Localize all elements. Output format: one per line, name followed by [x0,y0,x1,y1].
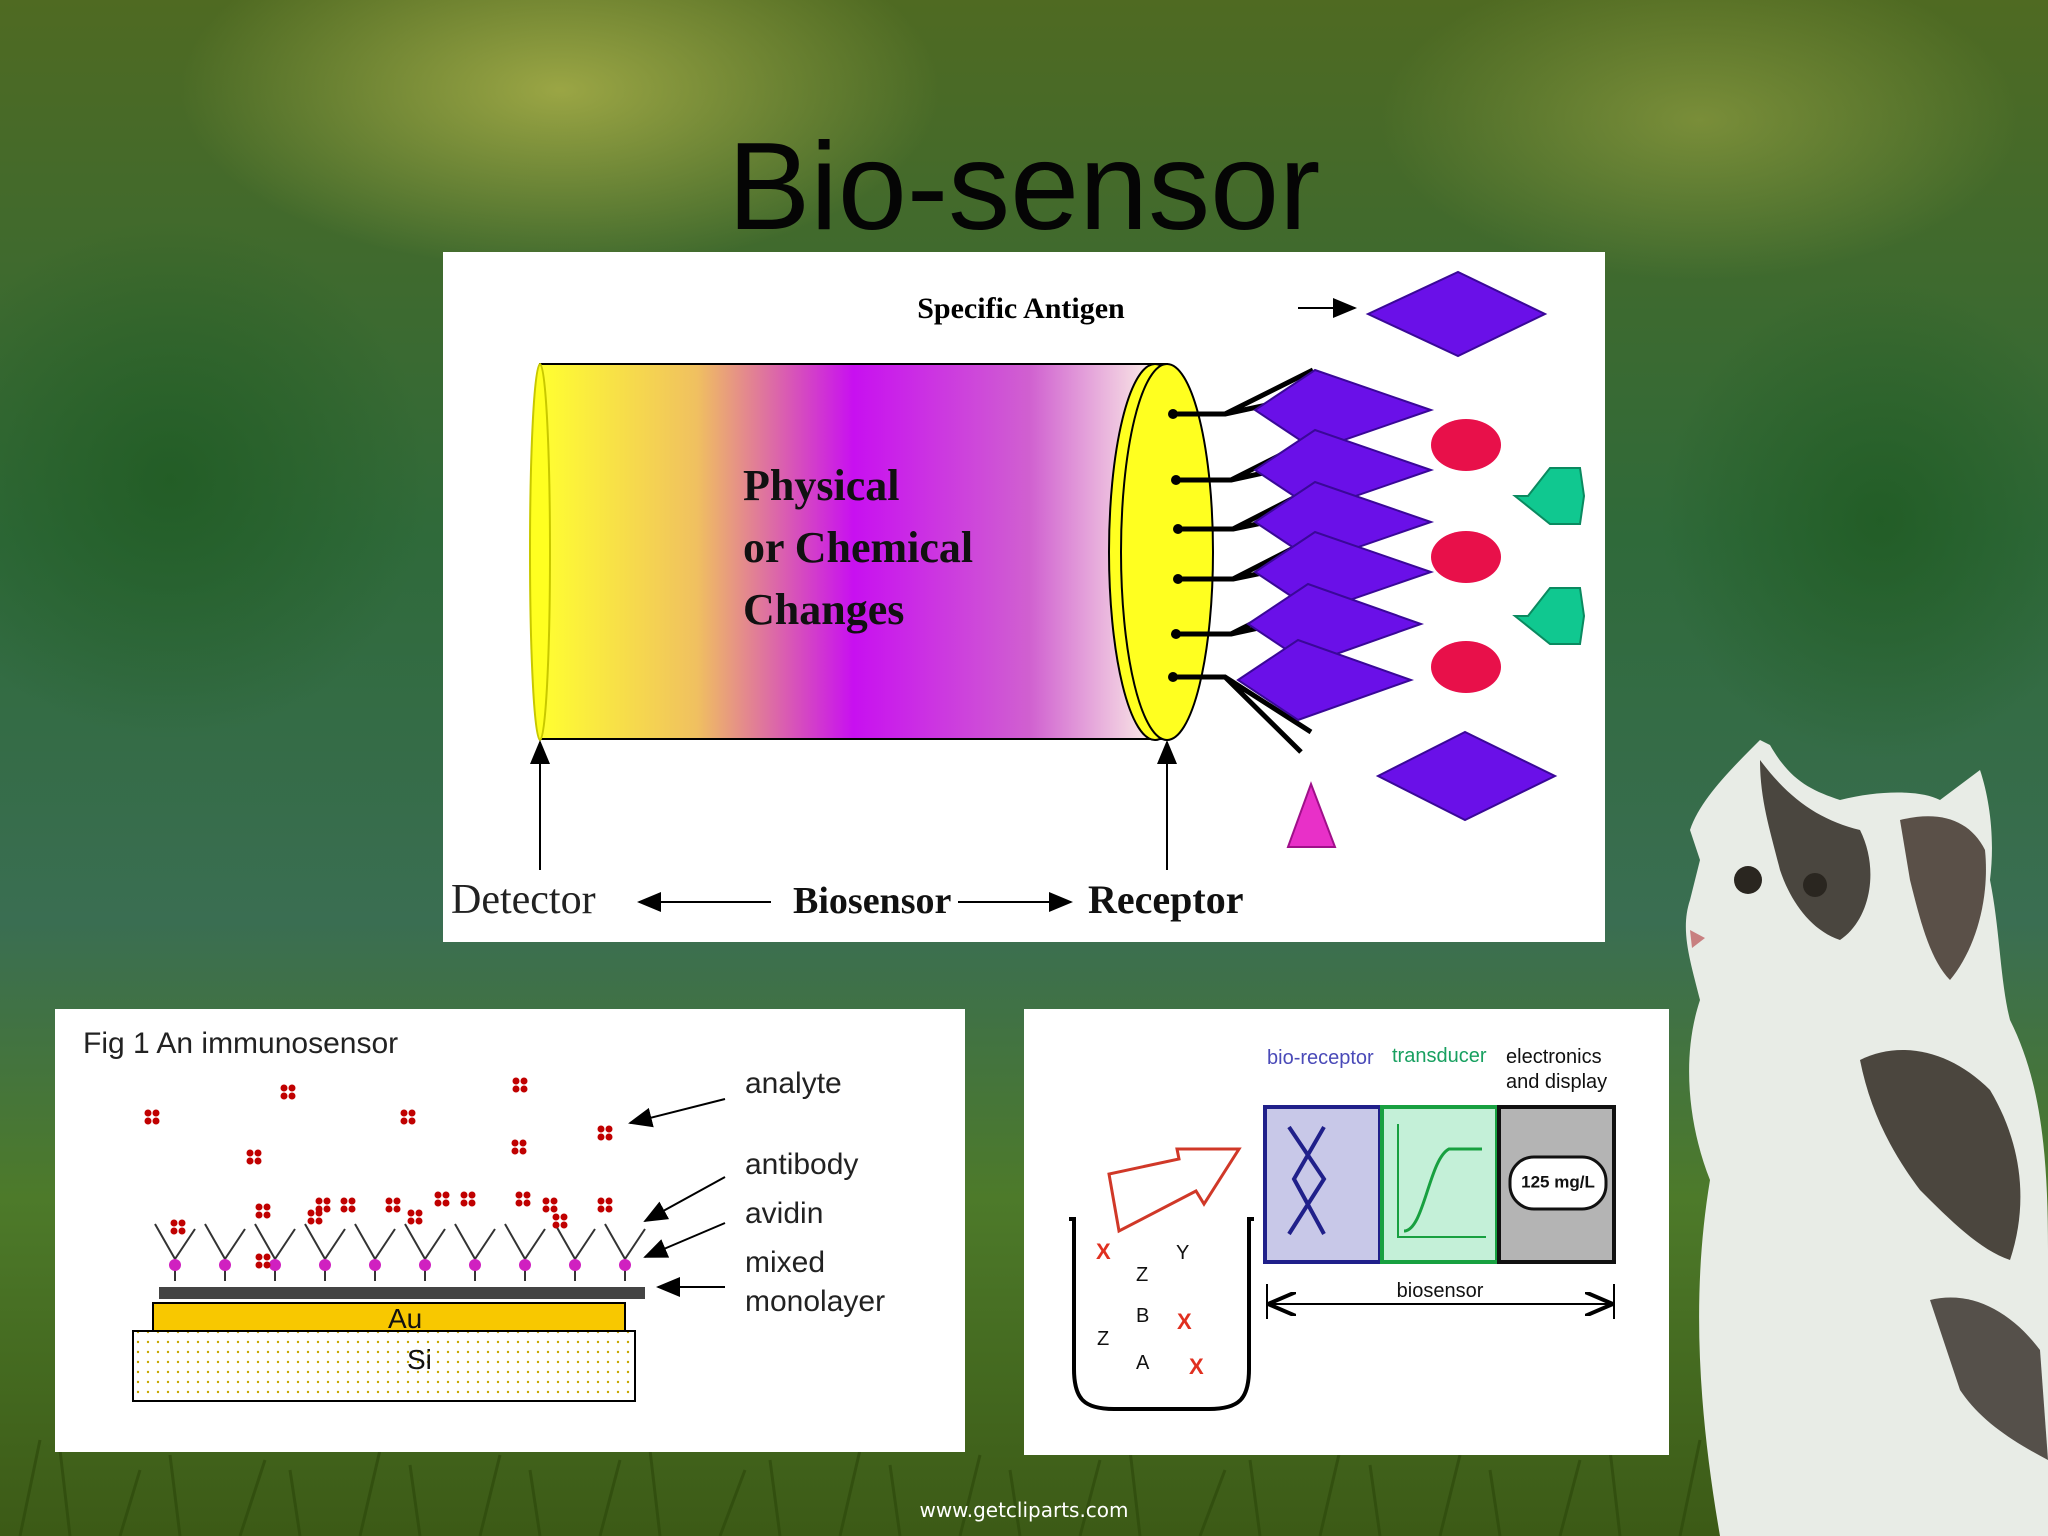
avidin-label: avidin [745,1197,823,1230]
antibody-label: antibody [745,1148,858,1181]
electronics-label-2: and display [1506,1071,1607,1093]
biosensor-schematic: bio-receptor transducer electronics and … [1024,1009,1669,1455]
transducer-box [1380,1105,1499,1264]
antibody-arrow [643,1176,726,1222]
specific-antigen-diamond [1365,270,1548,358]
bound-antigens [1236,368,1435,722]
monolayer [159,1287,645,1299]
immunosensor-figure: Fig 1 An immunosensor Si Au [55,1009,965,1452]
sample-letter-z2: Z [1097,1328,1109,1350]
antibody-array [154,1223,646,1281]
avidin-array [169,1259,631,1271]
center-text-1: Physical [743,461,899,510]
footer-credit: www.getcliparts.com [919,1498,1129,1522]
kitten-image [1685,740,2048,1536]
display-value: 125 mg/L [1521,1172,1595,1191]
transducer-label: transducer [1392,1045,1487,1067]
detector-end [529,363,551,741]
receptor-label: Receptor [1088,877,1243,922]
biosensor-label: Biosensor [793,880,951,922]
sample-letter-y: Y [1176,1242,1189,1264]
bio-receptor-box [1263,1105,1382,1264]
triangle-analyte [1286,781,1337,848]
free-antigens [1286,270,1586,848]
sample-x-3: X [1189,1354,1204,1379]
monolayer-label: monolayer [745,1285,885,1318]
sample-x-2: X [1177,1309,1192,1334]
slide-title: Bio-sensor [727,118,1321,256]
electronics-label-1: electronics [1506,1046,1602,1068]
sample-beaker [1069,1217,1254,1411]
main-biosensor-diagram: Specific Antigen Physical or Chemical Ch… [443,252,1605,942]
electronics-box: 125 mg/L [1497,1105,1616,1264]
display-readout [1508,1155,1608,1211]
center-text-2: or Chemical [743,523,973,572]
sample-x-1: X [1096,1239,1111,1264]
sample-letter-b: B [1136,1305,1149,1327]
mixed-label: mixed [745,1246,825,1279]
specific-antigen-label: Specific Antigen [917,292,1125,325]
avidin-arrow [643,1222,726,1258]
silicon-label: Si [407,1344,432,1375]
sample-letter-a: A [1136,1352,1150,1374]
sample-arrow [1107,1147,1242,1234]
sample-letter-z1: Z [1136,1264,1148,1286]
gold-label: Au [388,1303,422,1334]
detector-label: Detector [451,877,596,923]
biosensor-span-label: biosensor [1397,1280,1484,1302]
analyte-label: analyte [745,1067,842,1100]
immunosensor-caption: Fig 1 An immunosensor [83,1027,398,1060]
biosensor-cylinder [529,363,1214,741]
receptor-end [1120,363,1214,741]
bio-receptor-label: bio-receptor [1267,1047,1374,1069]
silicon-layer [132,1330,636,1402]
analyte-arrow [628,1098,726,1128]
center-text-3: Changes [743,585,904,634]
gold-layer [152,1302,626,1332]
